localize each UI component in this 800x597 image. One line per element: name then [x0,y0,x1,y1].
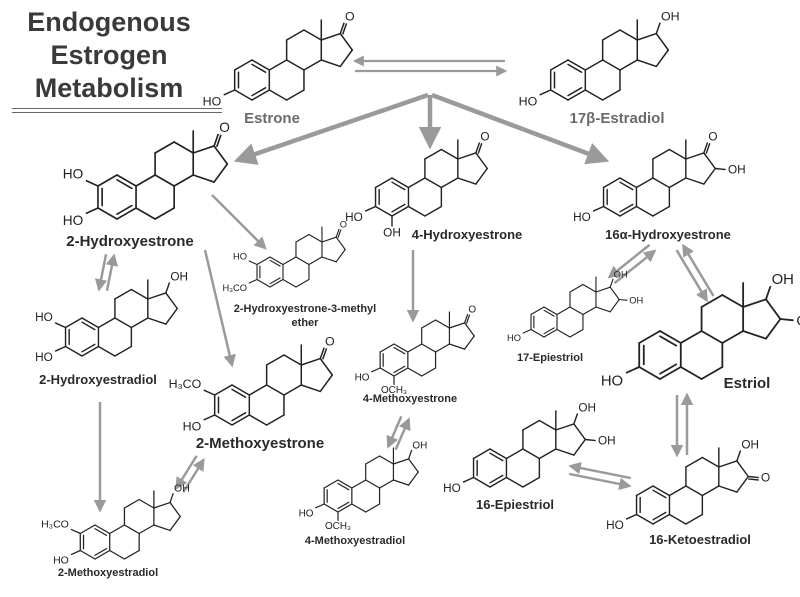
arrow-to-16a-hydroxyestrone [431,92,610,165]
atom-label-o: O [340,220,347,230]
4-methoxyestrone-4-methoxyestradiol-arrows-reverse [394,417,411,451]
label-2-methoxyestradiol: 2-Methoxyestradiol [57,567,159,579]
atom-label-ho: HO [573,211,591,224]
2-methoxyestrone-2-methoxyestradiol-arrows-reverse [182,457,205,493]
atom-label-ho: HO [507,333,521,343]
atom-label-ho: HO [233,251,247,261]
title-line-2: Estrogen [50,40,168,70]
estrone-structure [223,19,354,101]
2-hydroxyestradiol-structure [54,279,178,357]
2-hydroxyestrone-structure [85,130,229,220]
atom-label-oh: OH [578,402,596,415]
label-16-epiestriol: 16-Epiestriol [475,497,555,512]
label-17b-estradiol: 17β-Estradiol [569,110,665,127]
atom-label-oh: OH [629,296,643,306]
atom-label-ho: HO [443,482,461,495]
diagram-title: Endogenous Estrogen Metabolism [14,6,204,105]
arrow-2-hydroxyestrone-to-2-methoxyestrone [203,249,236,368]
atom-label-oh: OH [728,164,746,177]
atom-label-oh: OH [170,271,188,284]
title-underline-2 [12,112,222,113]
title-line-1: Endogenous [27,7,191,37]
arrow-to-2-hydroxyestrone [233,92,429,165]
label-16a-hydroxyestrone: 16α-Hydroxyestrone [605,227,731,242]
atom-label-ho: HO [519,94,538,108]
atom-label-ho: HO [299,508,314,519]
atom-label-och3: OCH₃ [381,385,407,396]
estriol-structure [625,282,794,380]
atom-label-oh: OH [614,270,628,280]
atom-label-ho: HO [53,555,69,567]
16a-hydroxyestrone-estriol-arrows-forward [675,249,708,303]
atom-label-ho: HO [601,374,623,390]
label-estriol: Estriol [723,375,771,392]
label-2-hydroxyestradiol: 2-Hydroxyestradiol [39,372,157,387]
2-hydroxyestrone-3-methyl-ether-structure [248,226,346,288]
4-methoxyestrone-structure [371,311,475,385]
16-epiestriol-16-ketoestradiol-arrows-reverse [568,461,632,480]
2-methoxyestrone-structure [203,344,334,426]
atom-label-oh: OH [412,441,427,452]
16-epiestriol-structure [462,410,596,488]
atom-label-oh: OH [661,10,680,24]
atom-label-h3co: H₃CO [223,283,247,293]
atom-label-ho: HO [345,211,363,224]
atom-label-ho: HO [203,94,222,108]
16a-hydroxyestrone-structure [592,139,726,217]
atom-label-o: O [468,305,476,316]
2-hydroxyestrone-2-hydroxyestradiol-arrows-forward [94,253,108,292]
atom-label-ho: HO [183,419,202,433]
4-methoxyestradiol-structure [315,447,419,521]
atom-label-oh: OH [383,226,401,239]
atom-label-och3: OCH₃ [325,521,351,532]
atom-label-ho: HO [606,519,624,532]
16a-hydroxyestrone-estriol-arrows-reverse [682,243,715,297]
atom-label-o: O [219,120,230,135]
17-epiestriol-structure [522,276,628,338]
label-16-ketoestradiol: 16-Ketoestradiol [649,532,751,547]
2-hydroxyestrone-2-hydroxyestradiol-arrows-reverse [105,253,119,292]
atom-label-ho: HO [63,167,83,182]
atom-label-o: O [345,10,355,24]
estradiol-structure [539,19,670,101]
atom-label-oh: OH [174,483,190,495]
atom-label-ho: HO [63,213,83,228]
atom-label-oh: OH [772,272,794,288]
title-underline-1 [12,108,222,109]
title-line-3: Metabolism [34,73,184,103]
atom-label-ho: HO [35,311,53,324]
2-methoxyestradiol-structure [70,490,181,560]
16-ketoestradiol-structure [625,447,759,525]
atom-label-o: O [708,131,717,144]
label-2-hydroxyestrone: 2-Hydroxyestrone [66,233,194,250]
label-estrone: Estrone [244,110,300,127]
atom-label-o: O [761,472,770,485]
label-2-hydroxyestrone-3-methyl-ether: 2-Hydroxyestrone-3-methyl ether [233,303,377,329]
atom-label-oh: OH [598,435,616,448]
label-2-methoxyestrone: 2-Methoxyestrone [195,435,325,452]
atom-label-ho: HO [355,372,370,383]
label-17-epiestriol: 17-Epiestriol [516,352,584,364]
atom-label-o: O [480,131,489,144]
atom-label-oh: OH [796,314,800,330]
16-epiestriol-16-ketoestradiol-arrows-forward [568,472,632,491]
atom-label-ho: HO [35,351,53,364]
label-4-methoxyestrone: 4-Methoxyestrone [362,393,458,405]
atom-label-oh: OH [741,439,759,452]
atom-label-h3co: H₃CO [169,377,202,391]
label-4-hydroxyestrone: 4-Hydroxyestrone [411,227,523,242]
arrow-to-2-hydroxyestrone-3-methyl-ether [211,194,267,250]
atom-label-h3co: H₃CO [41,519,69,531]
16a-hydroxyestrone-17-epiestriol-arrows-reverse [613,249,657,285]
atom-label-o: O [325,335,335,349]
label-4-methoxyestradiol: 4-Methoxyestradiol [304,535,406,547]
4-hydroxyestrone-structure [364,139,488,227]
